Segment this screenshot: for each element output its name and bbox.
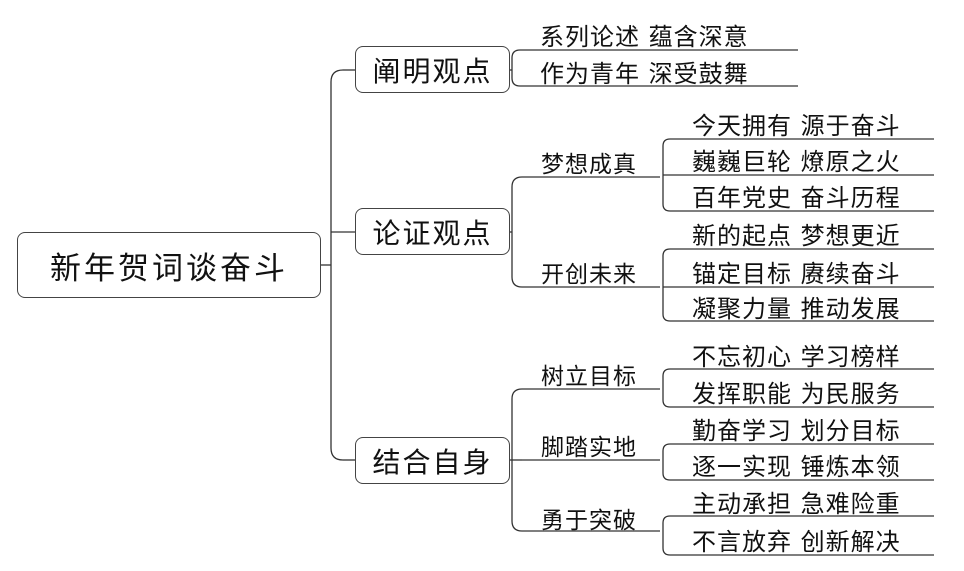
leaf-text: 发挥职能 为民服务: [692, 380, 901, 408]
branch-label: 结合自身: [372, 445, 493, 479]
branch-node-clarify: 阐明观点: [355, 46, 510, 93]
root-label: 新年贺词谈奋斗: [50, 250, 288, 287]
leaf-text: 锚定目标 赓续奋斗: [692, 260, 901, 288]
connector-b2-bracket: [511, 176, 523, 288]
branch-node-argue: 论证观点: [355, 208, 510, 255]
sub-label: 脚踏实地: [541, 435, 637, 461]
leaf-text: 系列论述 蕴含深意: [540, 23, 749, 51]
leaf-text: 逐一实现 锤炼本领: [692, 453, 901, 481]
leaf-text: 今天拥有 源于奋斗: [692, 112, 901, 140]
connector-s4-bracket: [662, 443, 671, 481]
sub-label: 树立目标: [541, 364, 637, 390]
connector-b1-bracket: [511, 49, 521, 87]
branch-label: 论证观点: [372, 216, 493, 250]
connector-s5-bracket: [662, 515, 671, 556]
sub-label: 开创未来: [541, 262, 637, 288]
branch-label: 阐明观点: [372, 54, 493, 88]
leaf-text: 百年党史 奋斗历程: [692, 184, 901, 212]
leaf-text: 凝聚力量 推动发展: [692, 295, 901, 323]
connector-s3-bracket: [662, 368, 671, 408]
sub-label: 勇于突破: [541, 508, 637, 534]
leaf-text: 作为青年 深受鼓舞: [540, 60, 749, 88]
leaf-text: 不忘初心 学习榜样: [692, 343, 901, 371]
connector-s2-bracket: [662, 248, 671, 322]
sub-label: 梦想成真: [541, 152, 637, 178]
branch-node-self: 结合自身: [355, 437, 510, 484]
leaf-text: 主动承担 急难险重: [692, 490, 901, 518]
leaf-text: 新的起点 梦想更近: [692, 222, 901, 250]
leaf-text: 巍巍巨轮 燎原之火: [692, 148, 901, 176]
leaf-text: 勤奋学习 划分目标: [692, 417, 901, 445]
connector-trunk: [330, 69, 344, 461]
leaf-text: 不言放弃 创新解决: [692, 528, 901, 556]
root-node: 新年贺词谈奋斗: [17, 232, 321, 298]
